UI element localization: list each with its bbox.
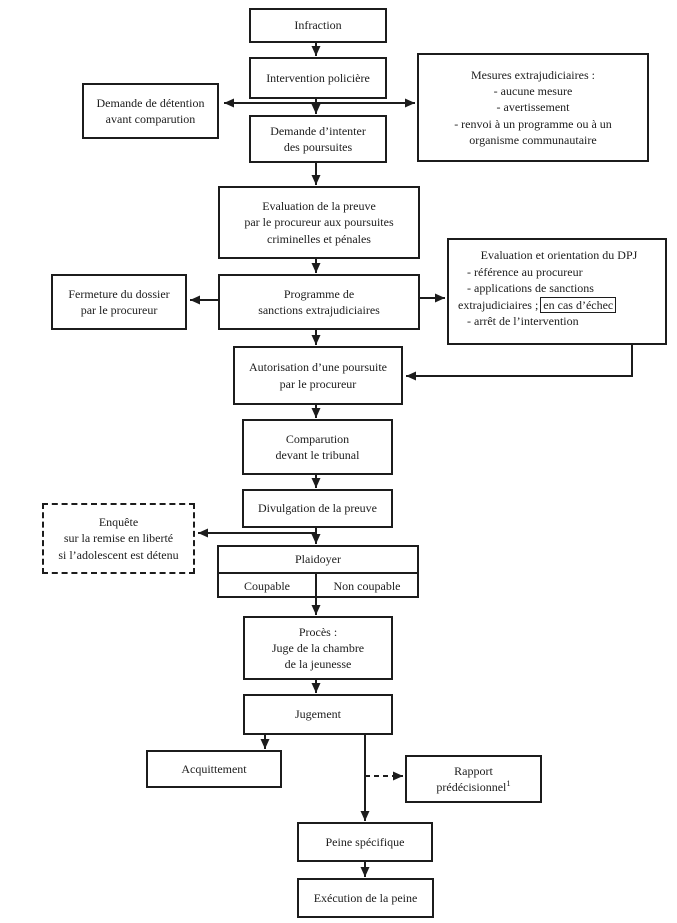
node-demande-intenter-poursuites: Demande d’intenter des poursuites <box>249 115 387 163</box>
node-execution-peine-label: Exécution de la peine <box>313 890 418 905</box>
node-infraction-label: Infraction <box>294 18 342 33</box>
node-peine-specifique-label: Peine spécifique <box>325 834 405 849</box>
dpj-item-applications-continuation: extrajudiciaires ;en cas d’échec <box>458 296 661 313</box>
node-comparution-tribunal: Comparution devant le tribunal <box>242 419 393 475</box>
dpj-en-cas-echec-box: en cas d’échec <box>540 296 617 313</box>
dpj-applications-cont-text: extrajudiciaires ; <box>458 297 539 312</box>
plaidoyer-title: Plaidoyer <box>219 547 417 574</box>
node-comparution-tribunal-label: Comparution devant le tribunal <box>275 431 360 462</box>
node-peine-specifique: Peine spécifique <box>297 822 433 862</box>
node-proces-juge-jeunesse: Procès : Juge de la chambre de la jeunes… <box>243 616 393 680</box>
node-jugement-label: Jugement <box>295 707 341 722</box>
node-mesures-extrajudiciaires-label: Mesures extrajudiciaires : - aucune mesu… <box>454 68 612 147</box>
node-mesures-extrajudiciaires: Mesures extrajudiciaires : - aucune mesu… <box>417 53 649 162</box>
rapport-line2: prédécisionnel <box>436 780 507 794</box>
dpj-item-reference: - référence au procureur <box>467 265 583 280</box>
dpj-title: Evaluation et orientation du DPJ <box>480 248 638 262</box>
node-demande-detention-label: Demande de détention avant comparution <box>96 95 205 126</box>
node-plaidoyer: Plaidoyer Coupable Non coupable <box>217 545 419 598</box>
node-fermeture-dossier: Fermeture du dossier par le procureur <box>51 274 187 330</box>
node-programme-sanctions-label: Programme de sanctions extrajudiciaires <box>258 286 380 317</box>
node-evaluation-orientation-dpj: Evaluation et orientation du DPJ - référ… <box>447 238 667 345</box>
node-evaluation-preuve-label: Evaluation de la preuve par le procureur… <box>244 199 394 246</box>
rapport-line1: Rapport <box>454 763 493 778</box>
node-enquete-remise-liberte: Enquête sur la remise en liberté si l’ad… <box>42 503 195 574</box>
node-evaluation-preuve: Evaluation de la preuve par le procureur… <box>218 186 420 259</box>
node-infraction: Infraction <box>249 8 387 43</box>
node-demande-detention: Demande de détention avant comparution <box>82 83 219 139</box>
plaidoyer-cell-non-coupable: Non coupable <box>333 578 401 593</box>
node-acquittement: Acquittement <box>146 750 282 788</box>
node-fermeture-dossier-label: Fermeture du dossier par le procureur <box>68 286 170 317</box>
dpj-item-applications: - applications de sanctions <box>467 281 594 296</box>
node-intervention-policiere-label: Intervention policière <box>266 70 370 85</box>
node-demande-intenter-poursuites-label: Demande d’intenter des poursuites <box>270 123 366 154</box>
dpj-item-arret: - arrêt de l’intervention <box>467 313 579 328</box>
node-divulgation-preuve-label: Divulgation de la preuve <box>258 501 377 516</box>
node-jugement: Jugement <box>243 694 393 735</box>
plaidoyer-cell-coupable: Coupable <box>219 574 317 598</box>
node-rapport-predecisionnel-label: Rapport prédécisionnel1 <box>436 763 510 795</box>
plaidoyer-options-row: Coupable Non coupable <box>219 574 417 598</box>
rapport-footnote-marker: 1 <box>506 778 511 788</box>
node-divulgation-preuve: Divulgation de la preuve <box>242 489 393 528</box>
node-rapport-predecisionnel: Rapport prédécisionnel1 <box>405 755 542 803</box>
node-autorisation-poursuite-label: Autorisation d’une poursuite par le proc… <box>249 360 387 391</box>
node-intervention-policiere: Intervention policière <box>249 57 387 99</box>
node-programme-sanctions: Programme de sanctions extrajudiciaires <box>218 274 420 330</box>
node-autorisation-poursuite: Autorisation d’une poursuite par le proc… <box>233 346 403 405</box>
node-acquittement-label: Acquittement <box>181 761 247 776</box>
node-enquete-remise-liberte-label: Enquête sur la remise en liberté si l’ad… <box>58 515 179 562</box>
node-execution-peine: Exécution de la peine <box>297 878 434 918</box>
node-proces-juge-jeunesse-label: Procès : Juge de la chambre de la jeunes… <box>271 624 365 672</box>
